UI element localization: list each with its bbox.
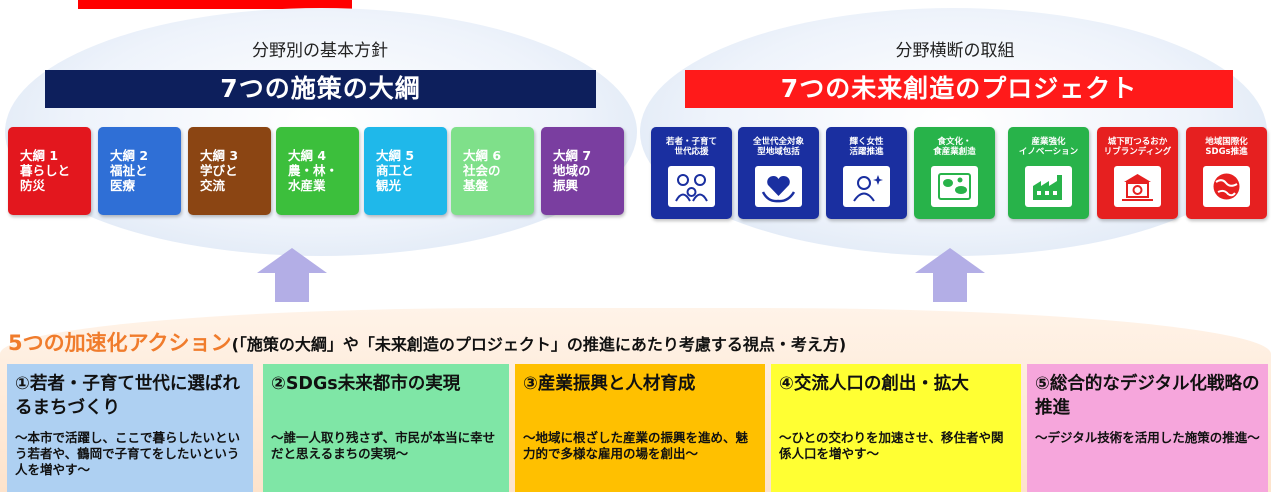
policy-box-line: 医療 <box>110 178 136 193</box>
policy-box-line: 水産業 <box>288 178 326 193</box>
policy-box-line: 大綱 6 <box>463 148 502 163</box>
policy-box-line: 地域の <box>553 163 591 178</box>
project-box-3: 輝く女性 活躍推進 <box>826 127 907 219</box>
project-label: 城下町つるおか リブランディング <box>1103 137 1172 157</box>
project-box-7: 地域国際化 SDGs推進 <box>1186 127 1267 219</box>
policy-box-line: 大綱 3 <box>200 148 239 163</box>
action-title: ②SDGs未来都市の実現 <box>271 374 461 394</box>
policy-outline-banner: 7つの施策の大綱 <box>45 70 596 108</box>
action-box-3: ③産業振興と人材育成 ～地域に根ざした産業の振興を進め、魅力的で多様な雇用の場を創… <box>515 364 765 492</box>
policy-box-line: 農・林・ <box>288 163 339 178</box>
policy-box-line: 大綱 7 <box>553 148 592 163</box>
heart-hands-icon <box>755 166 802 207</box>
top-accent-bar <box>78 0 352 9</box>
action-description: ～ひとの交わりを加速させ、移住者や関係人口を増やす～ <box>779 430 1004 461</box>
action-description: ～本市で活躍し、ここで暮らしたいという若者や、鶴岡で子育てをしたいという人を増や… <box>15 430 241 477</box>
action-title: ⑤総合的なデジタル化戦略の推進 <box>1035 374 1260 418</box>
project-label: 全世代全対象 型地域包括 <box>752 137 804 157</box>
globe-icon <box>1203 166 1250 207</box>
policy-box-line: 交流 <box>200 178 226 193</box>
policy-box-line: 大綱 1 <box>20 148 59 163</box>
policy-box-line: 社会の <box>463 163 501 178</box>
policy-box-line: 振興 <box>553 178 579 193</box>
policy-box-line: 学びと <box>200 163 238 178</box>
woman-sparkle-icon <box>843 166 890 207</box>
policy-box-line: 福祉と <box>110 163 148 178</box>
project-box-6: 城下町つるおか リブランディング <box>1097 127 1178 219</box>
project-label: 輝く女性 活躍推進 <box>849 137 884 157</box>
policy-box-line: 基盤 <box>463 178 489 193</box>
policy-box-line: 大綱 4 <box>288 148 327 163</box>
action-box-4: ④交流人口の創出・拡大 ～ひとの交わりを加速させ、移住者や関係人口を増やす～ <box>771 364 1021 492</box>
action-box-2: ②SDGs未来都市の実現 ～誰一人取り残さず、市民が本当に幸せだと思えるまちの実現… <box>263 364 509 492</box>
project-label: 若者・子育て 世代応援 <box>665 137 717 157</box>
up-arrow-left-icon <box>257 248 327 302</box>
project-label: 産業強化 イノベーション <box>1018 137 1079 157</box>
action-title: ①若者・子育て世代に選ばれるまちづくり <box>15 374 240 418</box>
project-box-2: 全世代全対象 型地域包括 <box>738 127 819 219</box>
project-label: 地域国際化 SDGs推進 <box>1205 137 1248 157</box>
left-panel-heading: 分野別の基本方針 <box>252 41 388 61</box>
action-description: ～地域に根ざした産業の振興を進め、魅力的で多様な雇用の場を創出～ <box>523 430 749 461</box>
action-description: ～誰一人取り残さず、市民が本当に幸せだと思えるまちの実現～ <box>271 430 496 461</box>
acceleration-subtitle: (「施策の大綱」や「未来創造のプロジェクト」の推進にあたり考慮する視点・考え方) <box>231 335 847 354</box>
policy-box-line: 大綱 2 <box>110 148 149 163</box>
acceleration-title: 5つの加速化アクション <box>8 331 232 355</box>
acceleration-heading: 5つの加速化アクション(「施策の大綱」や「未来創造のプロジェクト」の推進にあたり… <box>8 327 846 357</box>
castle-town-icon <box>1114 166 1161 207</box>
project-box-5: 産業強化 イノベーション <box>1008 127 1089 219</box>
policy-box-line: 暮らしと <box>20 163 71 178</box>
project-box-1: 若者・子育て 世代応援 <box>651 127 732 219</box>
policy-box-line: 観光 <box>376 178 402 193</box>
action-description: ～デジタル技術を活用した施策の推進～ <box>1035 430 1260 445</box>
project-box-4: 食文化・ 食産業創造 <box>914 127 995 219</box>
policy-box-line: 防災 <box>20 178 46 193</box>
up-arrow-right-icon <box>915 248 985 302</box>
policy-box-line: 大綱 5 <box>376 148 415 163</box>
action-title: ④交流人口の創出・拡大 <box>779 374 969 394</box>
right-panel-heading: 分野横断の取組 <box>895 41 1015 61</box>
policy-box-line: 商工と <box>376 163 414 178</box>
action-title: ③産業振興と人材育成 <box>523 374 696 394</box>
food-icon <box>931 166 978 207</box>
project-label: 食文化・ 食産業創造 <box>933 137 976 157</box>
future-project-banner: 7つの未来創造のプロジェクト <box>685 70 1233 108</box>
factory-icon <box>1025 166 1072 207</box>
action-box-5: ⑤総合的なデジタル化戦略の推進 ～デジタル技術を活用した施策の推進～ <box>1027 364 1268 492</box>
action-box-1: ①若者・子育て世代に選ばれるまちづくり ～本市で活躍し、ここで暮らしたいという若者… <box>7 364 253 492</box>
family-icon <box>668 166 715 207</box>
